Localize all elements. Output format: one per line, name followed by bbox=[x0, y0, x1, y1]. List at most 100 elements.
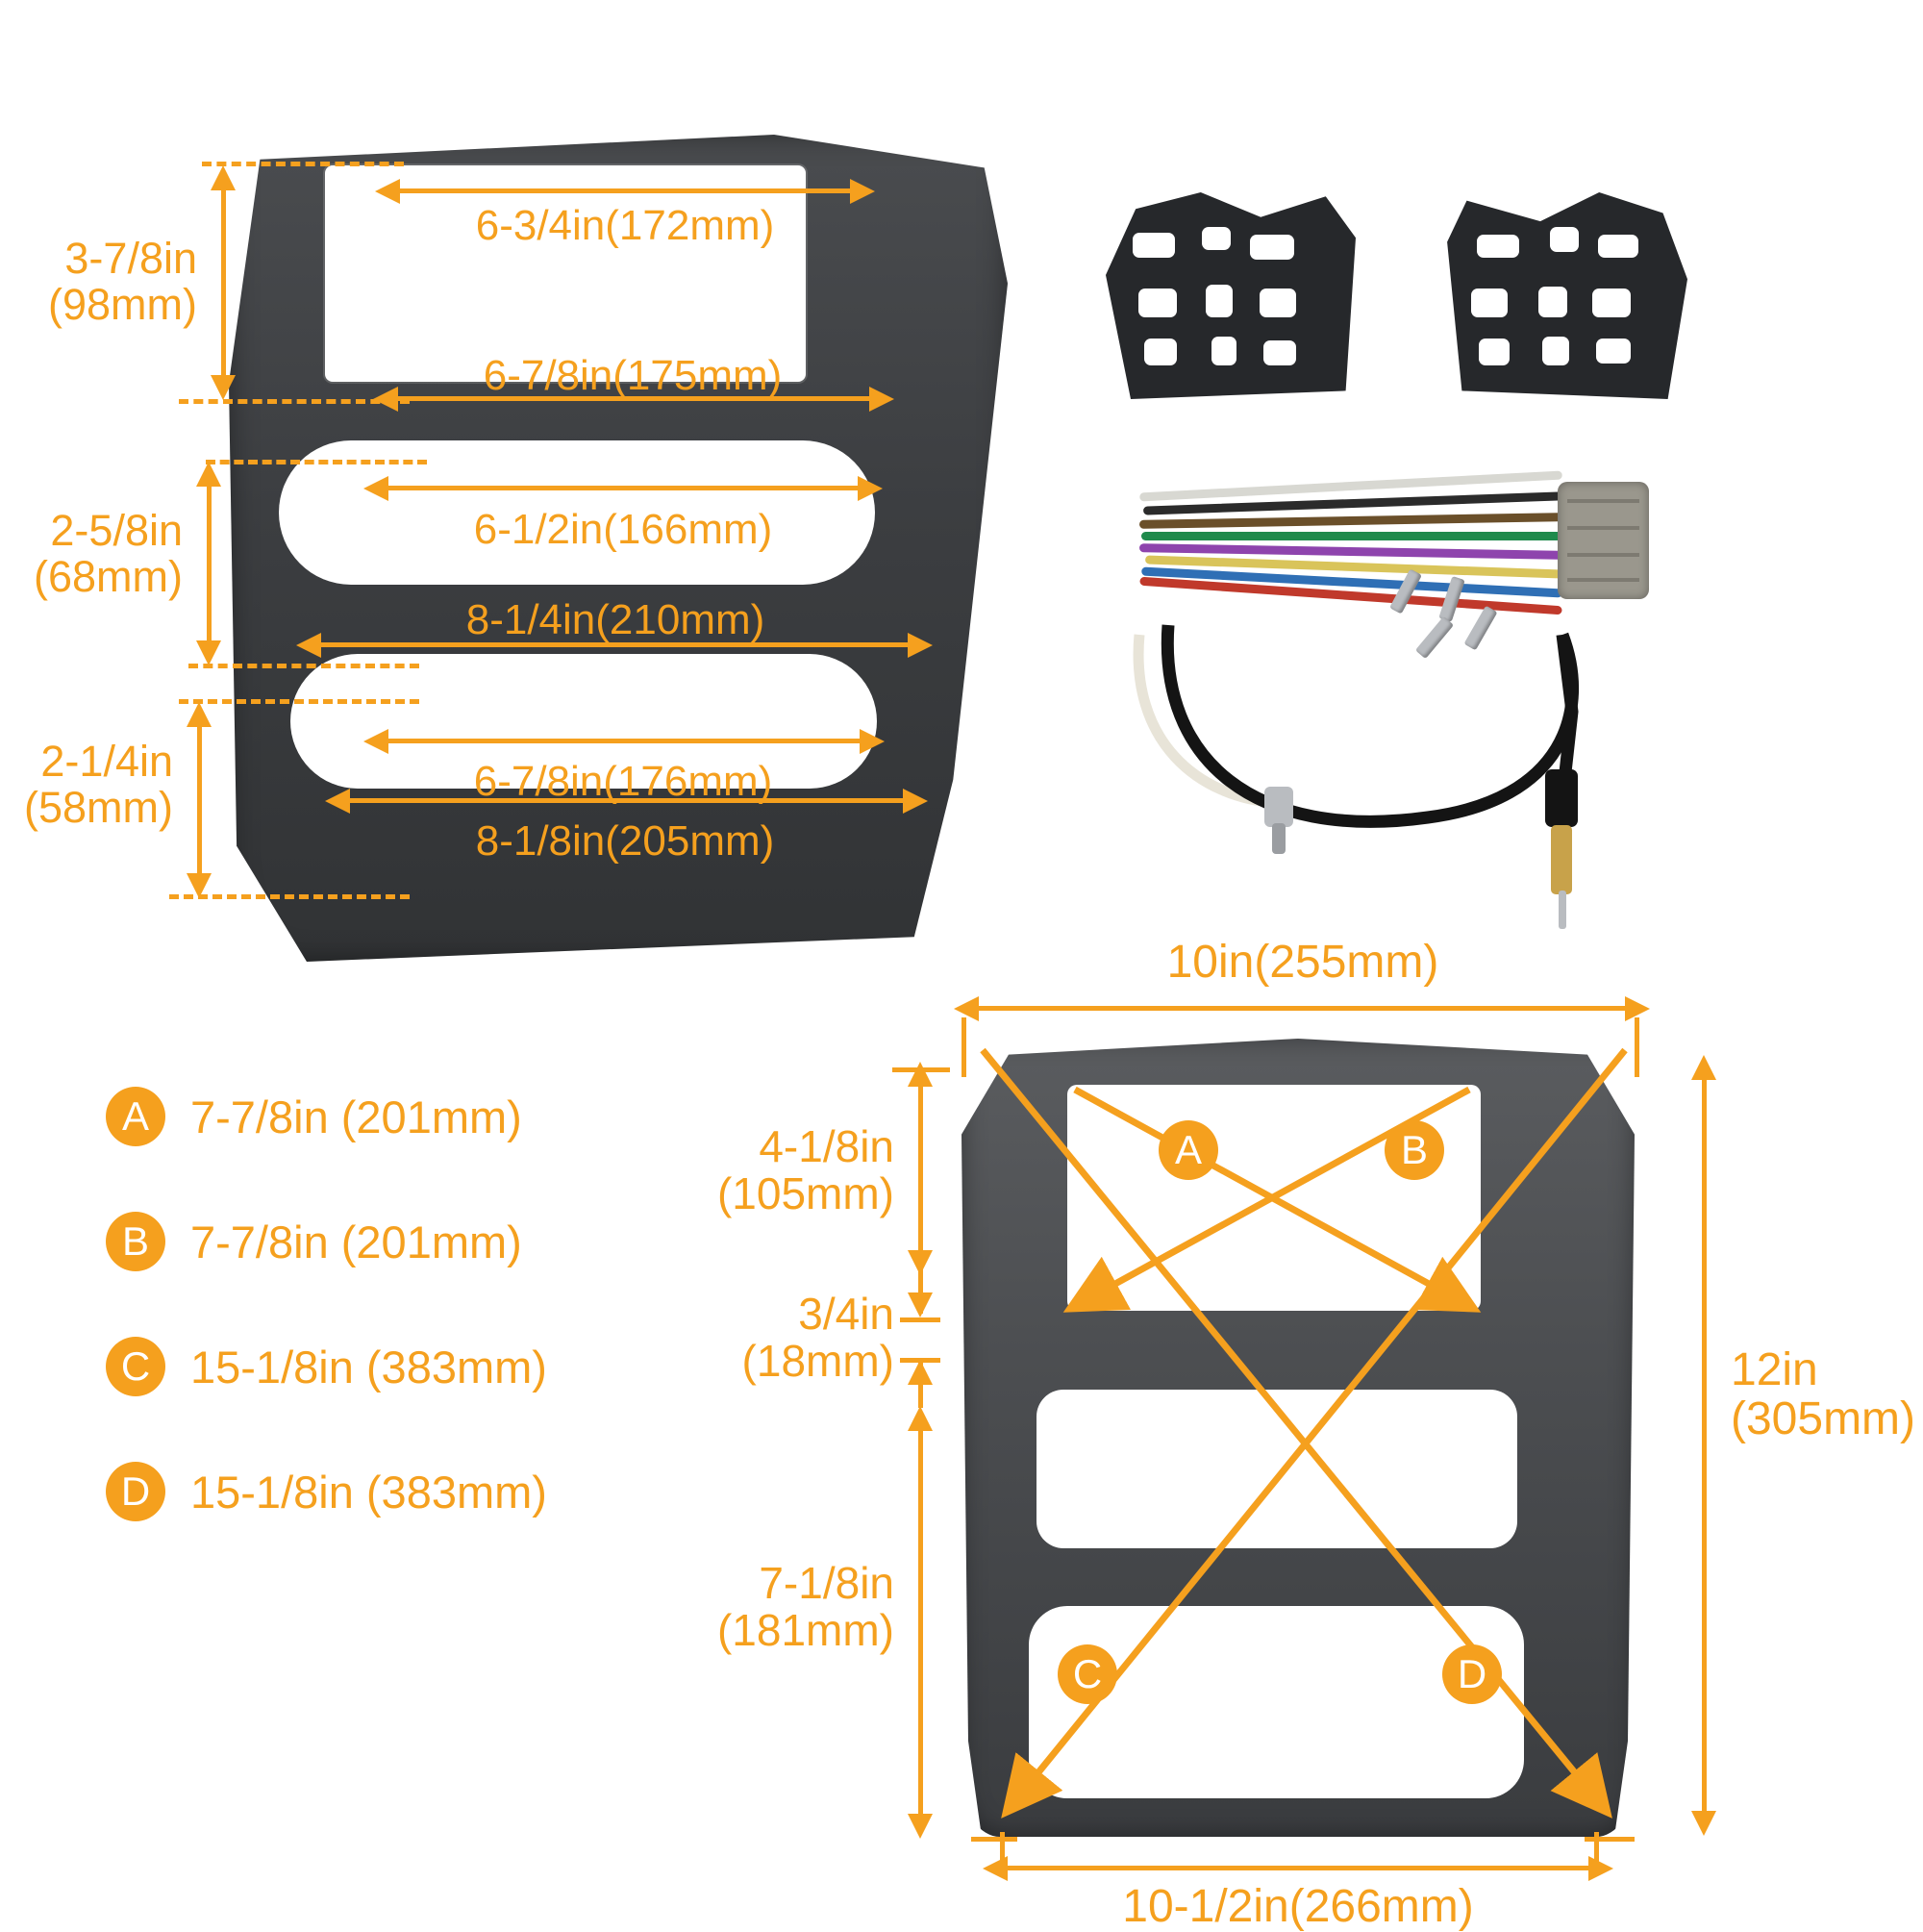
ext-line-1 bbox=[202, 162, 404, 166]
legend-item-a: A 7-7/8in (201mm) bbox=[106, 1087, 721, 1146]
side-mounting-bracket-right bbox=[1447, 192, 1687, 399]
dim-overall-height-shaft bbox=[1702, 1063, 1707, 1822]
antenna-adapter-cable bbox=[1111, 568, 1697, 942]
wiring-harness bbox=[1138, 470, 1649, 615]
dim-h6-shaft bbox=[346, 798, 909, 803]
ext-line-5 bbox=[179, 699, 419, 704]
arrow-down-seg2 bbox=[908, 1292, 933, 1317]
legend-value-a: 7-7/8in (201mm) bbox=[190, 1091, 522, 1142]
legend-item-d: D 15-1/8in (383mm) bbox=[106, 1462, 721, 1521]
legend-value-d: 15-1/8in (383mm) bbox=[190, 1466, 547, 1518]
dim-seg2-shaft-lower bbox=[918, 1362, 923, 1408]
arrow-left-h3 bbox=[363, 476, 388, 501]
ext-line-4 bbox=[188, 664, 419, 668]
arrow-left-h4 bbox=[296, 633, 321, 658]
ext-line-3 bbox=[206, 460, 427, 464]
arrow-up-3 bbox=[187, 702, 212, 727]
lower-vent-slot bbox=[290, 654, 877, 789]
legend-value-c: 15-1/8in (383mm) bbox=[190, 1341, 547, 1393]
corner-tick-bottom-left bbox=[971, 1837, 1017, 1842]
dim-h2-shaft bbox=[394, 396, 875, 401]
corner-tick-bottom-right bbox=[1585, 1837, 1635, 1842]
arrow-left-topwidth bbox=[954, 996, 979, 1021]
dim-seg2-shaft-upper bbox=[918, 1267, 923, 1314]
dim-lower-slot-bottom-width: 8-1/8in(205mm) bbox=[475, 817, 775, 865]
dim-screen-section-height: 4-1/8in (105mm) bbox=[716, 1121, 894, 1218]
arrow-up-1 bbox=[211, 165, 236, 190]
side-mounting-bracket-left bbox=[1106, 192, 1356, 399]
dim-lower-slot-shaft bbox=[197, 710, 202, 885]
dim-overall-height-label: 12in (305mm) bbox=[1731, 1344, 1916, 1444]
badge-a: A bbox=[106, 1087, 165, 1146]
front-bezel-right bbox=[962, 1039, 1635, 1837]
dim-seg3-shaft bbox=[918, 1414, 923, 1825]
right-lower-vent-slot bbox=[1029, 1606, 1524, 1798]
arrow-down-3 bbox=[187, 873, 212, 898]
ext-v-botright bbox=[1594, 1832, 1599, 1870]
arrow-up-seg3 bbox=[908, 1406, 933, 1431]
legend-value-b: 7-7/8in (201mm) bbox=[190, 1216, 522, 1267]
dim-overall-bottom-width: 10-1/2in(266mm) bbox=[1122, 1881, 1474, 1932]
dim-bottom-width-shaft bbox=[1000, 1866, 1596, 1870]
dim-top-width-shaft bbox=[971, 1006, 1633, 1011]
corner-tick-top bbox=[892, 1067, 950, 1072]
dim-lower-slot-top-width: 6-7/8in(176mm) bbox=[473, 758, 773, 805]
ext-v-topright bbox=[1635, 1017, 1639, 1077]
right-upper-vent-slot bbox=[1036, 1390, 1517, 1548]
dim-screen-bottom-width: 6-7/8in(175mm) bbox=[483, 352, 783, 399]
dim-lower-section-height: 7-1/8in (181mm) bbox=[716, 1558, 894, 1655]
dim-upper-slot-label: 2-5/8in (68mm) bbox=[34, 506, 183, 601]
dim-screen-top-width: 6-3/4in(172mm) bbox=[475, 202, 775, 249]
harness-plug bbox=[1558, 482, 1649, 599]
dim-h5-shaft bbox=[385, 739, 865, 743]
dim-screen-height-shaft bbox=[221, 173, 226, 387]
arrow-down-2 bbox=[196, 640, 221, 665]
dim-upper-slot-bottom-width: 8-1/4in(210mm) bbox=[465, 596, 765, 643]
arrow-left-h2 bbox=[373, 387, 398, 412]
diagonal-badge-a: A bbox=[1159, 1120, 1218, 1180]
dim-h3-shaft bbox=[385, 486, 863, 490]
dim-screen-height-label: 3-7/8in (98mm) bbox=[48, 234, 197, 329]
dim-seg1-shaft bbox=[918, 1069, 923, 1262]
arrow-up-2 bbox=[196, 462, 221, 487]
legend-item-c: C 15-1/8in (383mm) bbox=[106, 1337, 721, 1396]
dim-upper-slot-top-width: 6-1/2in(166mm) bbox=[473, 506, 773, 553]
arrow-down-height bbox=[1691, 1811, 1716, 1836]
arrow-left-h1 bbox=[375, 179, 400, 204]
ext-v-botleft bbox=[1000, 1832, 1005, 1870]
dim-divider-height: 3/4in (18mm) bbox=[741, 1289, 894, 1386]
dim-upper-slot-shaft bbox=[207, 469, 212, 652]
arrow-up-seg2 bbox=[908, 1360, 933, 1385]
arrow-up-height bbox=[1691, 1055, 1716, 1080]
arrow-left-h5 bbox=[363, 729, 388, 754]
arrow-up-seg1 bbox=[908, 1062, 933, 1087]
screen-opening bbox=[325, 165, 806, 382]
arrow-right-h5 bbox=[860, 729, 885, 754]
arrow-right-botwidth bbox=[1588, 1856, 1613, 1881]
arrow-right-h3 bbox=[858, 476, 883, 501]
badge-c: C bbox=[106, 1337, 165, 1396]
arrow-right-h2 bbox=[869, 387, 894, 412]
right-screen-opening bbox=[1067, 1085, 1481, 1311]
badge-b: B bbox=[106, 1212, 165, 1271]
screw-4 bbox=[1463, 605, 1498, 651]
diagonal-badge-d: D bbox=[1442, 1644, 1502, 1704]
arrow-right-h1 bbox=[850, 179, 875, 204]
front-bezel-left bbox=[229, 135, 1008, 962]
arrow-right-h4 bbox=[908, 633, 933, 658]
ext-line-2 bbox=[179, 399, 410, 404]
diagonal-badge-b: B bbox=[1385, 1120, 1444, 1180]
badge-d: D bbox=[106, 1462, 165, 1521]
diagonal-badge-c: C bbox=[1058, 1644, 1117, 1704]
arrow-right-h6 bbox=[903, 789, 928, 814]
upper-vent-slot bbox=[279, 440, 875, 585]
tick-seg2-top bbox=[900, 1317, 940, 1322]
dim-lower-slot-label: 2-1/4in (58mm) bbox=[24, 737, 173, 832]
dim-h1-shaft bbox=[396, 188, 856, 193]
arrow-down-1 bbox=[211, 375, 236, 400]
ext-v-topleft bbox=[962, 1017, 966, 1077]
arrow-left-h6 bbox=[325, 789, 350, 814]
ext-line-6 bbox=[169, 894, 410, 899]
arrow-down-seg3 bbox=[908, 1814, 933, 1839]
